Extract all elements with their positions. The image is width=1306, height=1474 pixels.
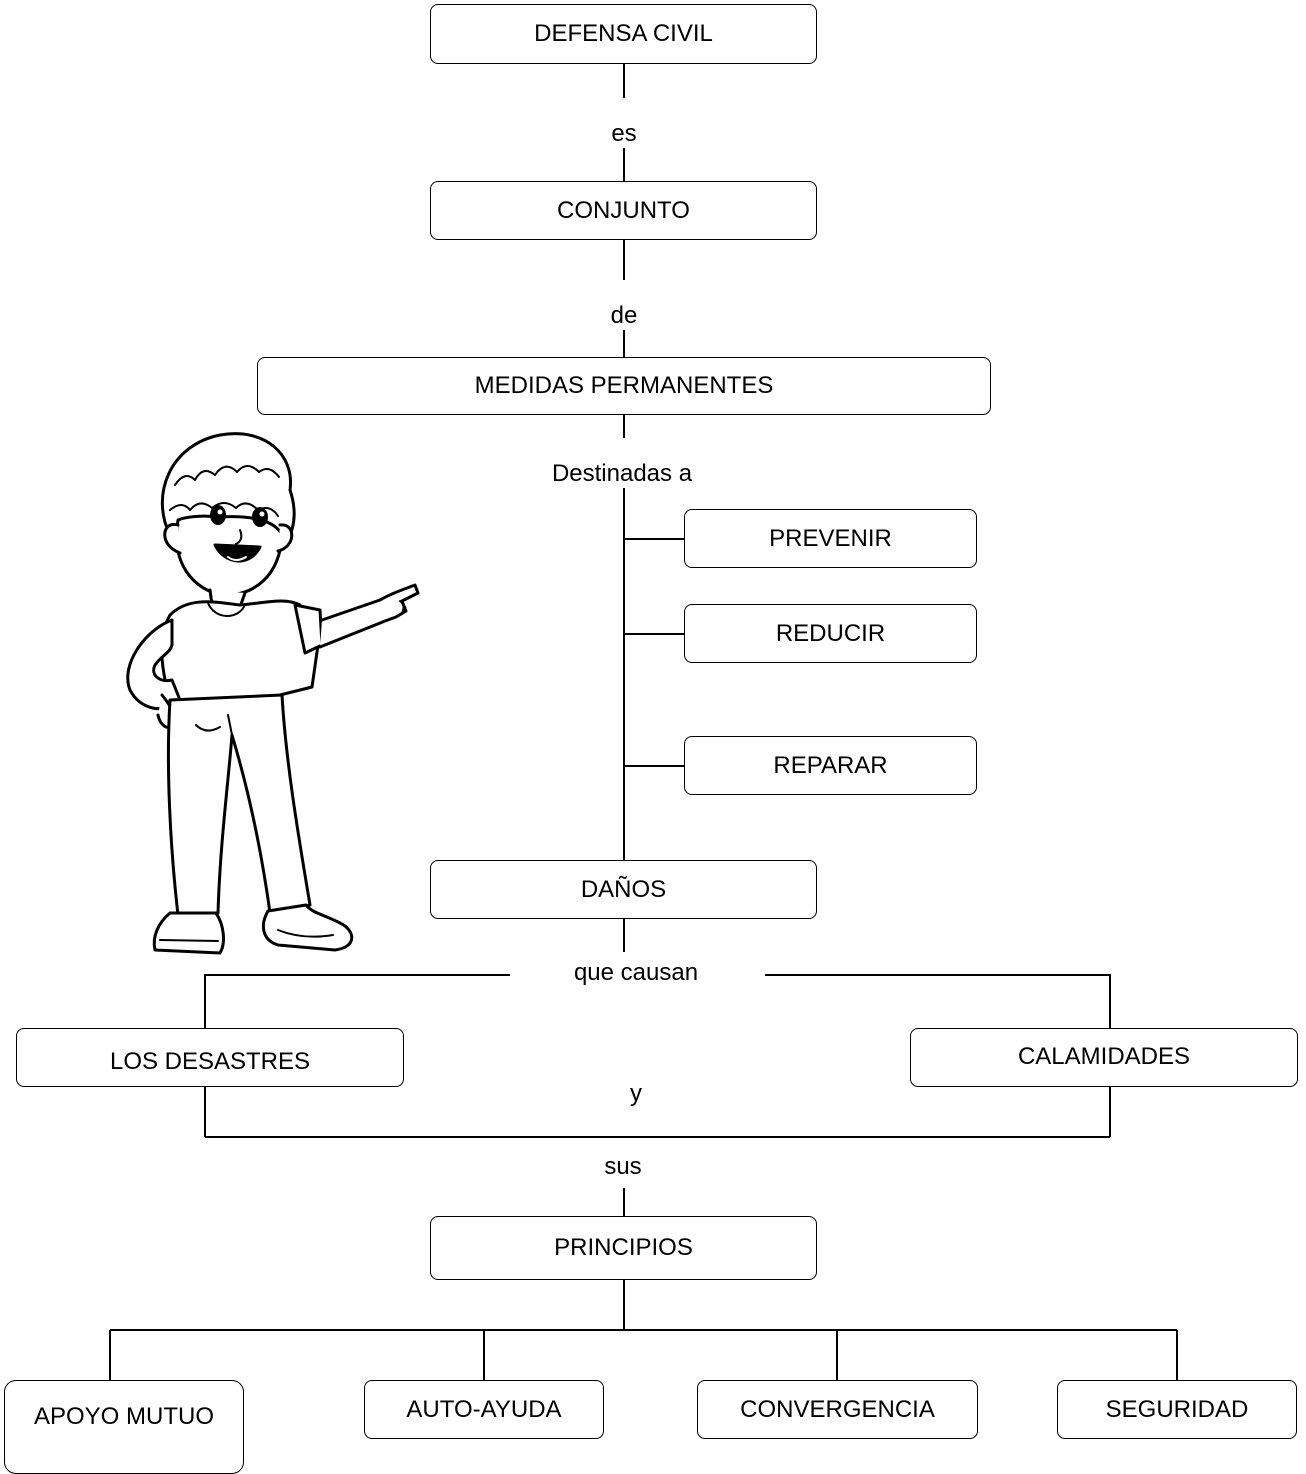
node-danos: DAÑOS xyxy=(430,860,817,919)
node-principios: PRINCIPIOS xyxy=(430,1216,817,1280)
node-reparar: REPARAR xyxy=(684,736,977,795)
link-label-sus: sus xyxy=(600,1153,646,1181)
link-label-y: y xyxy=(626,1080,646,1108)
node-seguridad: SEGURIDAD xyxy=(1057,1380,1297,1439)
link-label-destinadas-a: Destinadas a xyxy=(547,460,697,488)
link-label-es: es xyxy=(607,120,641,148)
node-los-desastres: LOS DESASTRES xyxy=(16,1028,404,1087)
node-convergencia: CONVERGENCIA xyxy=(697,1380,978,1439)
cartoon-boy-pointing-icon xyxy=(126,432,420,955)
node-reducir: REDUCIR xyxy=(684,604,977,663)
node-defensa-civil: DEFENSA CIVIL xyxy=(430,4,817,64)
node-conjunto: CONJUNTO xyxy=(430,181,817,240)
node-apoyo-mutuo: APOYO MUTUO xyxy=(4,1380,244,1474)
link-label-que-causan: que causan xyxy=(569,959,703,987)
link-label-de: de xyxy=(606,302,642,330)
node-calamidades: CALAMIDADES xyxy=(910,1028,1298,1087)
node-medidas-permanentes: MEDIDAS PERMANENTES xyxy=(257,357,991,415)
node-auto-ayuda: AUTO-AYUDA xyxy=(364,1380,604,1439)
node-prevenir: PREVENIR xyxy=(684,509,977,568)
